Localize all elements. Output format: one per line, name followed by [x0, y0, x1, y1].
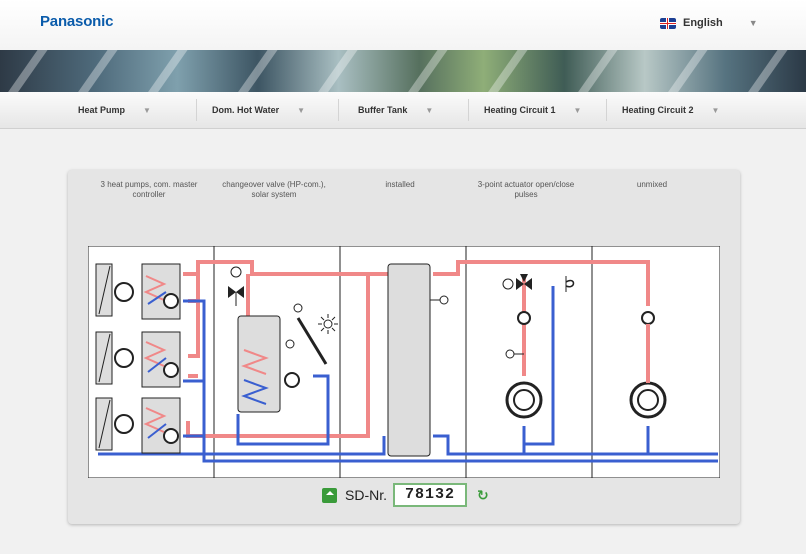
column-label-hc1: 3-point actuator open/close pulses [477, 180, 575, 199]
column-label-hc2: unmixed [636, 180, 668, 189]
column-dividers [213, 246, 593, 478]
nav-label: Heat Pump [78, 105, 126, 115]
refresh-icon[interactable]: ↻ [477, 486, 489, 503]
chevron-down-icon: ▼ [143, 105, 151, 115]
sd-number-row: SD-Nr. 78132 ↻ [322, 483, 489, 507]
main-nav: Heat Pump ▼ Dom. Hot Water ▼ Buffer Tank… [0, 92, 806, 129]
chevron-down-icon: ▼ [748, 18, 758, 28]
language-label: English [683, 17, 723, 29]
header-banner-image [0, 50, 806, 92]
nav-label: Buffer Tank [358, 105, 408, 115]
panasonic-logo[interactable]: Panasonic [40, 13, 114, 30]
column-label-buffer: installed [385, 180, 415, 189]
dhw-solar-components [228, 266, 338, 413]
hydraulic-diagram [88, 246, 720, 478]
home-icon[interactable] [322, 487, 337, 503]
heating-circuit-2-components [629, 311, 667, 419]
sd-label: SD-Nr. [345, 487, 387, 503]
column-label-heat-pumps: 3 heat pumps, com. master controller [100, 180, 198, 199]
chevron-down-icon: ▼ [573, 105, 582, 115]
chevron-down-icon: ▼ [711, 105, 720, 115]
buffer-tank [387, 263, 449, 457]
top-bar: Panasonic English ▼ [0, 0, 806, 50]
return-pipes [98, 286, 718, 463]
sd-number-field[interactable]: 78132 [393, 483, 467, 507]
heat-pump-units [95, 263, 181, 454]
heating-circuit-1-components [502, 274, 575, 419]
uk-flag-icon [660, 17, 676, 29]
language-selector[interactable]: English ▼ [660, 14, 758, 32]
flow-pipes [183, 260, 650, 438]
nav-label: Heating Circuit 2 [622, 105, 694, 115]
chevron-down-icon: ▼ [297, 105, 306, 115]
nav-buffer-tank[interactable]: Buffer Tank ▼ [358, 102, 433, 118]
nav-dom-hot-water[interactable]: Dom. Hot Water ▼ [212, 102, 305, 118]
nav-label: Dom. Hot Water [212, 105, 280, 115]
sun-icon [318, 314, 338, 334]
nav-heat-pump[interactable]: Heat Pump ▼ [78, 102, 151, 118]
configuration-panel: 3 heat pumps, com. master controller cha… [68, 170, 740, 524]
nav-label: Heating Circuit 1 [484, 105, 556, 115]
chevron-down-icon: ▼ [425, 105, 434, 115]
nav-heating-circuit-2[interactable]: Heating Circuit 2 ▼ [622, 102, 719, 118]
nav-heating-circuit-1[interactable]: Heating Circuit 1 ▼ [484, 102, 581, 118]
column-label-dhw: changeover valve (HP-com.), solar system [222, 180, 326, 199]
